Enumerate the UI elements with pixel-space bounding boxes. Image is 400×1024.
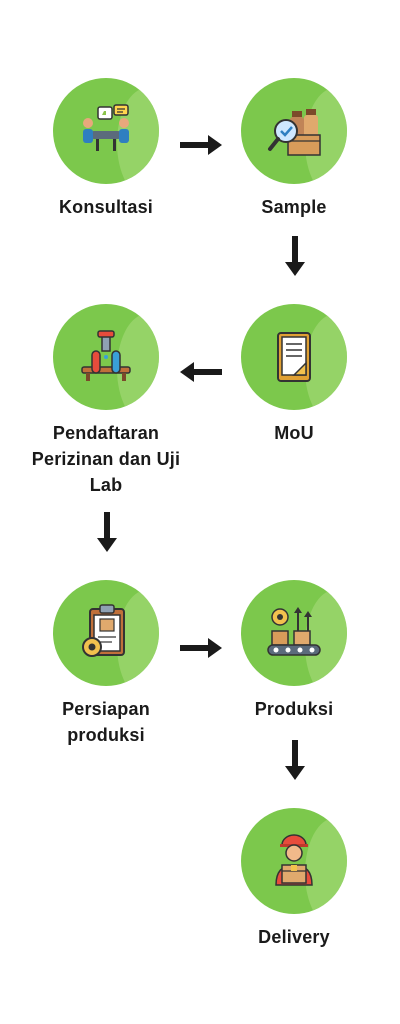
production-line-icon (267, 607, 321, 656)
step-circle (53, 78, 159, 184)
step-circle (241, 78, 347, 184)
step-sample: Sample (214, 78, 374, 220)
step-persiapan: Persiapan produksi (26, 580, 186, 748)
step-label: Delivery (258, 927, 330, 947)
step-label: Sample (261, 197, 327, 217)
step-label: Konsultasi (58, 197, 153, 217)
step-label: MoU (274, 423, 314, 443)
step-label: Persiapan produksi (62, 699, 150, 745)
step-label: Produksi (254, 699, 334, 719)
clipboard-gear-icon (82, 604, 125, 657)
lab-test-icon (81, 330, 131, 381)
document-icon (277, 332, 311, 382)
arrow-down-icon (97, 512, 117, 552)
arrow-right-icon (180, 638, 222, 658)
step-mou: MoU (214, 304, 374, 446)
step-label: Pendaftaran Perizinan dan Uji Lab (31, 423, 181, 495)
step-circle (241, 580, 347, 686)
arrow-down-icon (285, 236, 305, 276)
step-konsultasi: Konsultasi (26, 78, 186, 220)
arrow-right-icon (180, 135, 222, 155)
step-circle (53, 580, 159, 686)
step-circle (53, 304, 159, 410)
step-produksi: Produksi (214, 580, 374, 722)
arrow-down-icon (285, 740, 305, 780)
step-delivery: Delivery (214, 808, 374, 950)
sample-inspection-icon (268, 109, 321, 156)
step-pendaftaran: Pendaftaran Perizinan dan Uji Lab (26, 304, 186, 498)
delivery-person-icon (275, 834, 313, 886)
step-circle (241, 808, 347, 914)
step-circle (241, 304, 347, 410)
arrow-left-icon (180, 362, 222, 382)
consultation-icon (83, 104, 129, 151)
